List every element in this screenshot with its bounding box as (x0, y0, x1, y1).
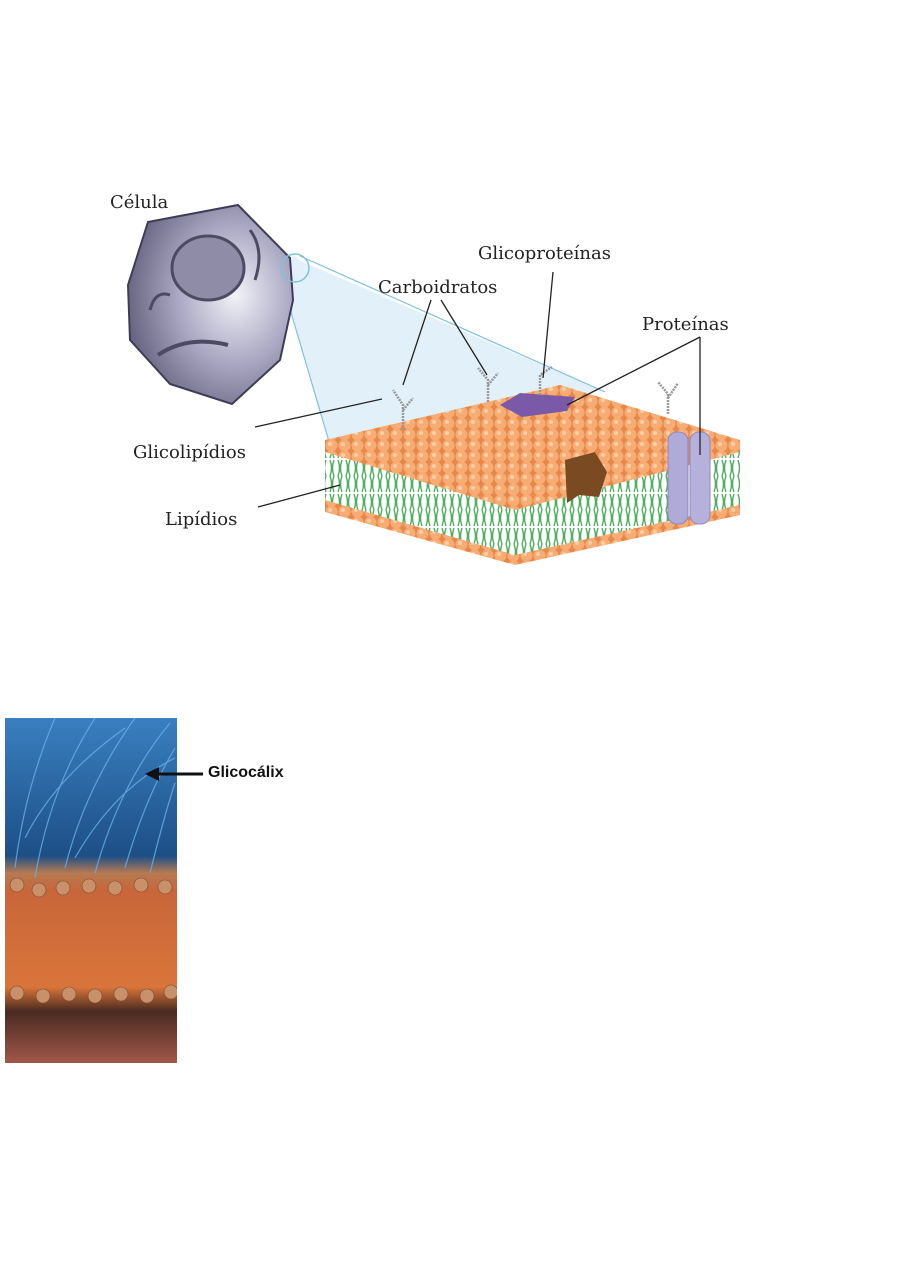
arrow-left-icon (145, 767, 203, 781)
leader-lines (254, 271, 701, 508)
carbohydrate-chains (391, 365, 680, 430)
label-glycocalyx: Glicocálix (208, 764, 284, 781)
lipid-bilayer (325, 385, 740, 565)
label-cell: Célula (110, 192, 169, 213)
zoom-circle (280, 253, 310, 283)
label-glycoproteins: Glicoproteínas (478, 243, 611, 264)
cell-membrane-diagram (126, 203, 740, 565)
glycoprotein (500, 393, 575, 417)
label-carbohydrates: Carboidratos (378, 277, 498, 298)
label-proteins: Proteínas (642, 314, 729, 335)
cell-illustration (126, 203, 310, 406)
label-lipids: Lipídios (165, 509, 238, 530)
brown-protein (565, 452, 607, 503)
label-glycolipids: Glicolipídios (133, 442, 246, 463)
